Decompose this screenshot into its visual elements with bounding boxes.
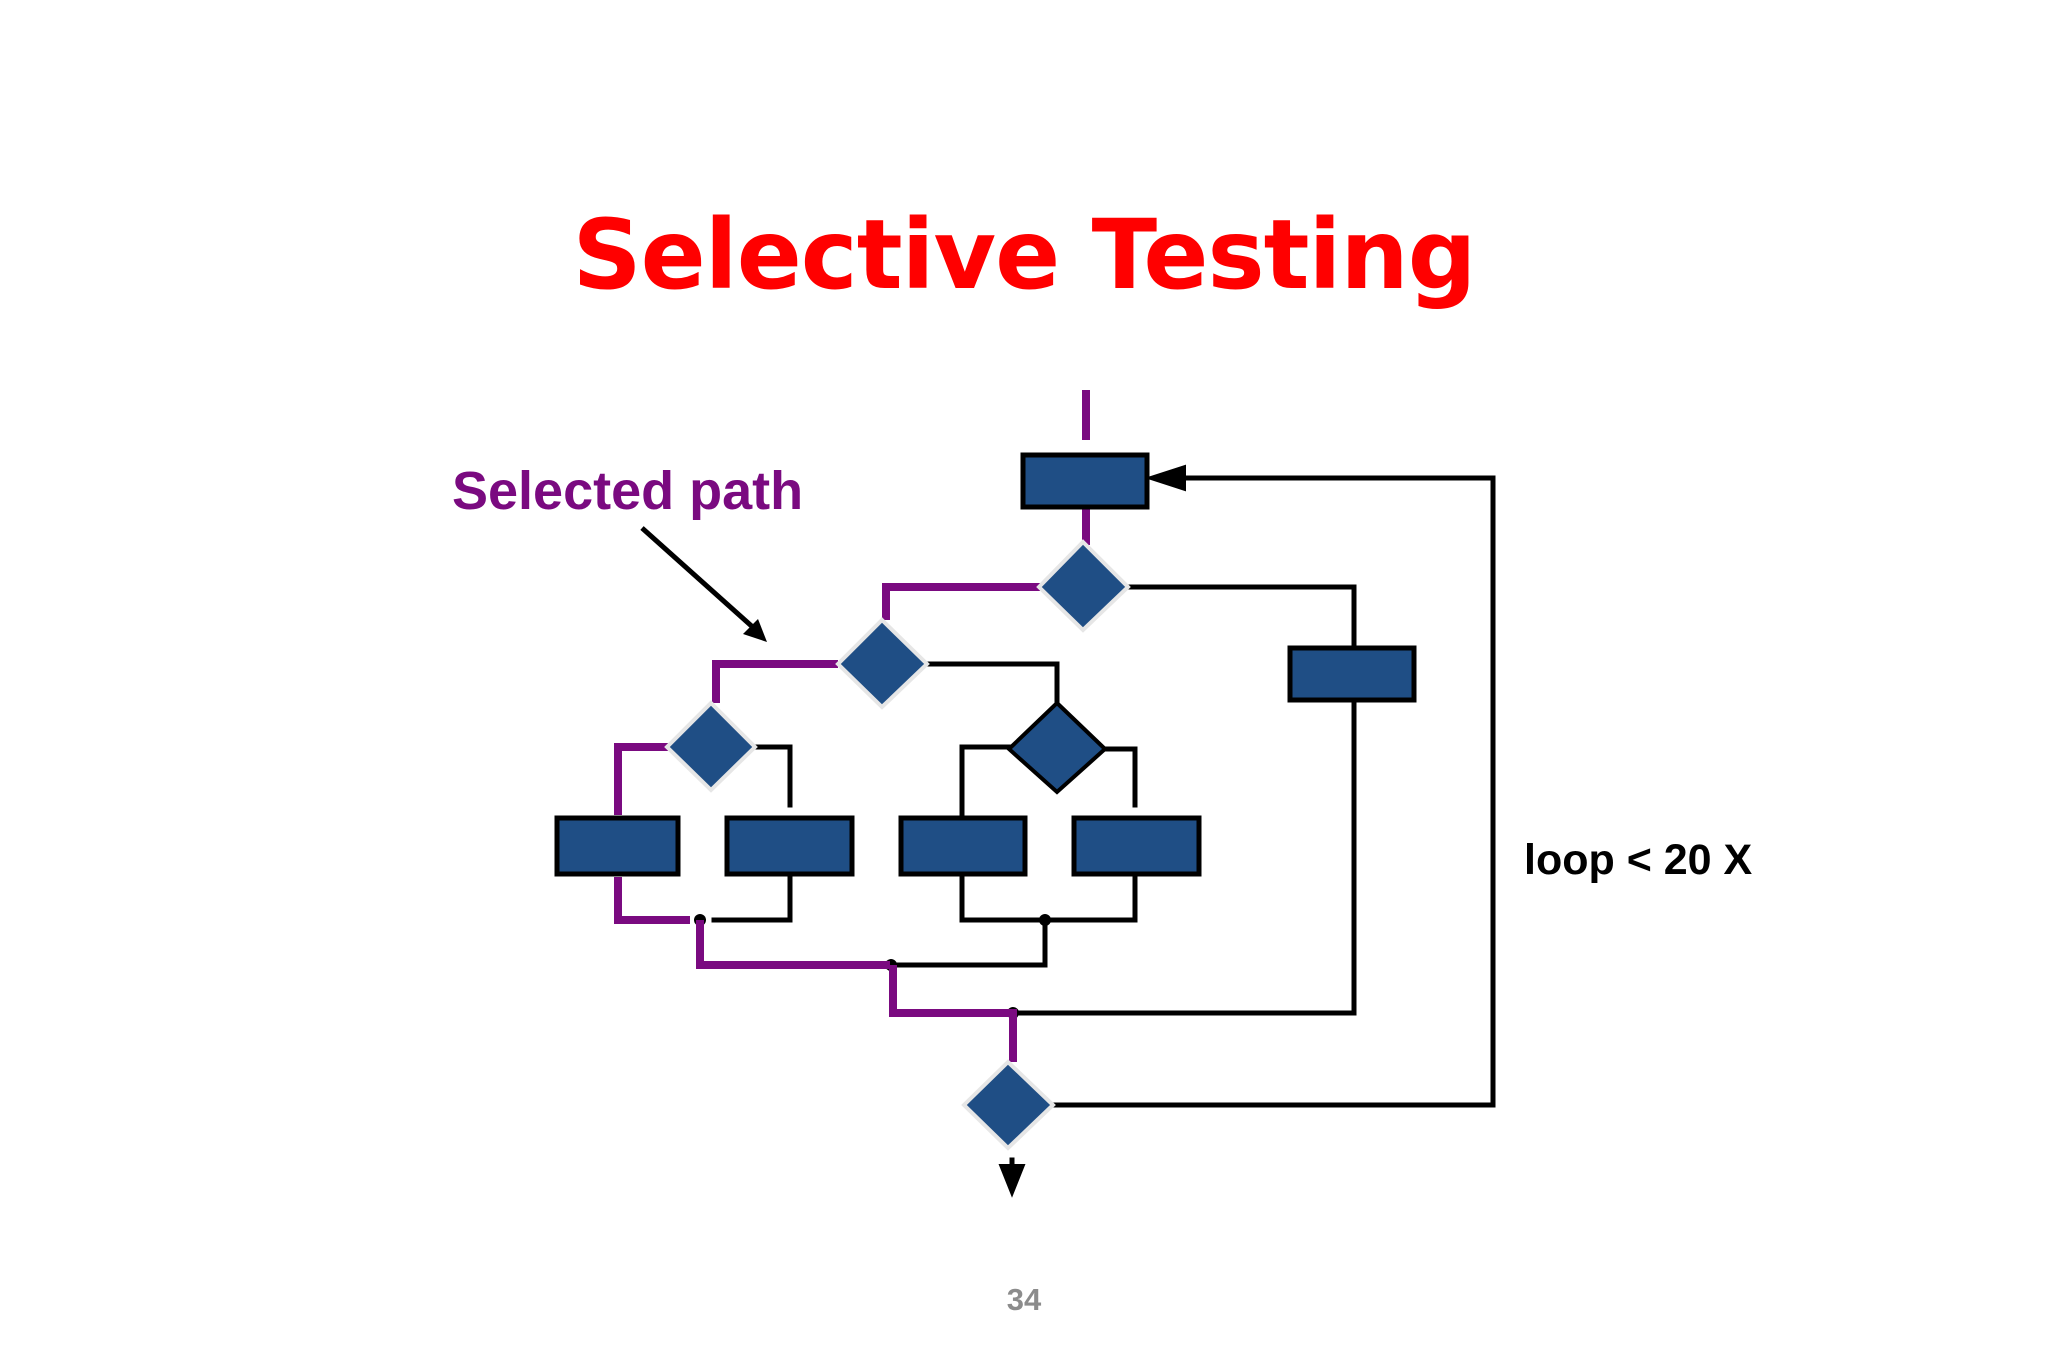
left-decision-left-edge xyxy=(614,743,668,815)
left-box1-down-edge xyxy=(614,877,690,924)
exit-arrowhead xyxy=(998,1164,1026,1198)
selected-path-edges xyxy=(614,390,1090,1062)
box3-down-edge xyxy=(959,874,1048,923)
merge-down-edge xyxy=(696,920,890,969)
loop-arrowhead xyxy=(1144,464,1186,492)
callout-arrow xyxy=(640,526,758,632)
right-box-down-edge xyxy=(1014,699,1357,1016)
left-decision-right-edge xyxy=(750,744,793,808)
merge-to-bottom-edge xyxy=(889,965,1017,1062)
second-decision-diamond xyxy=(835,617,930,710)
top-process-box xyxy=(1020,452,1150,510)
selected-path-label: Selected path xyxy=(452,461,804,521)
loop-label: loop < 20 X xyxy=(1524,836,1753,884)
bottom-decision-diamond xyxy=(961,1059,1056,1151)
left-box2-down-edge xyxy=(711,874,793,923)
inner-decision-right-edge xyxy=(1103,746,1138,808)
top-decision-left-edge xyxy=(882,583,1040,620)
callout-arrowhead xyxy=(743,619,767,642)
page-number: 34 xyxy=(1006,1282,1042,1317)
process-box-1 xyxy=(554,815,681,877)
left-decision-diamond xyxy=(664,700,758,793)
decision-diamonds xyxy=(664,539,1131,1151)
process-box-3 xyxy=(898,815,1028,877)
second-decision-right-edge xyxy=(925,661,1060,706)
junction-dot xyxy=(1039,914,1051,926)
slide-title: Selective Testing xyxy=(572,199,1477,311)
box34-merge-edge xyxy=(887,917,1048,968)
top-decision-right-edge xyxy=(1124,584,1357,651)
box4-down-edge xyxy=(1042,874,1138,923)
process-boxes xyxy=(554,452,1417,877)
inner-decision-left-edge xyxy=(959,744,1012,818)
top-decision-diamond xyxy=(1036,539,1131,633)
loop-back-edge xyxy=(1047,475,1496,1108)
second-decision-left-edge xyxy=(712,660,838,703)
process-box-2 xyxy=(724,815,855,877)
inner-decision-diamond xyxy=(1006,700,1108,795)
process-box-4 xyxy=(1071,815,1202,877)
right-process-box xyxy=(1287,645,1417,703)
